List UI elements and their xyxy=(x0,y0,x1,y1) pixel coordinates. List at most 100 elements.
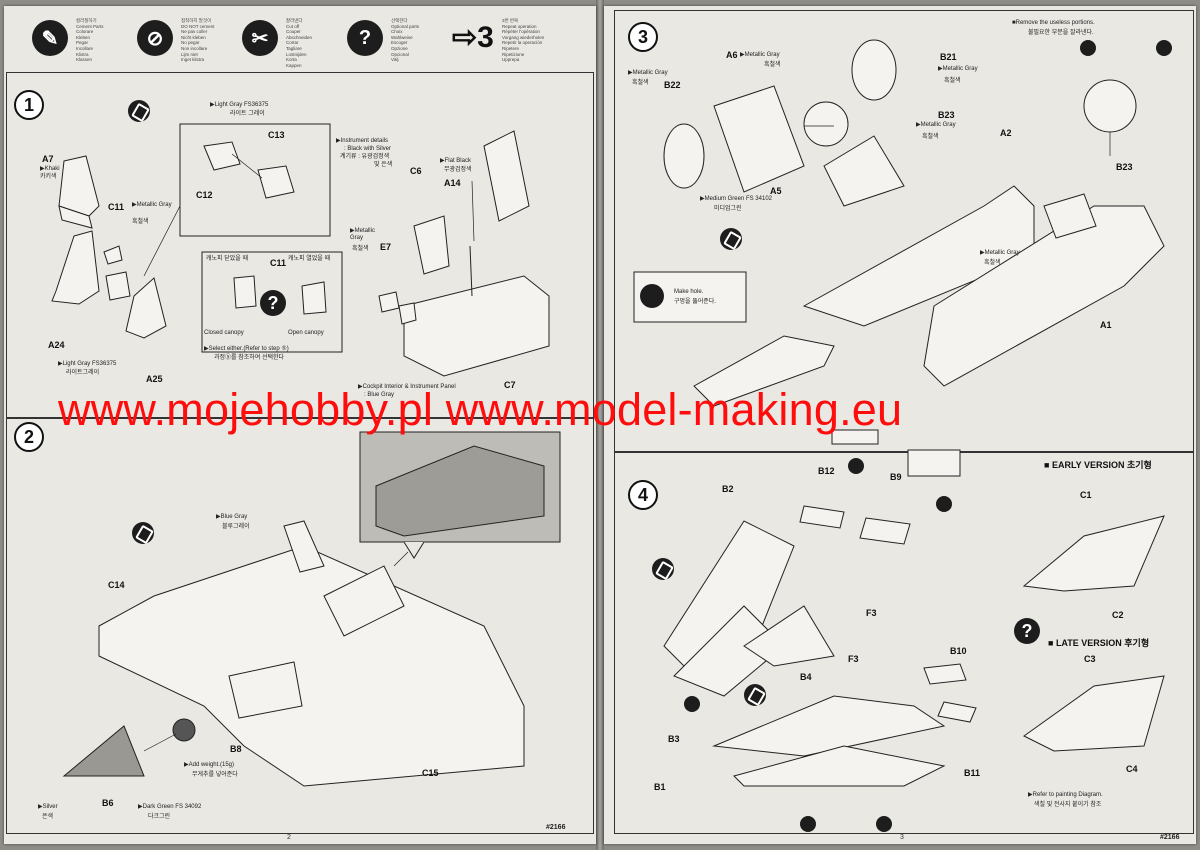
version-label: ■ EARLY VERSION 초기형 xyxy=(1044,460,1152,470)
option-label: Closed canopy xyxy=(204,330,244,336)
paint-label: ▶Dark Green FS 34092 xyxy=(138,804,202,810)
note-text-kr: 불필요한 부분을 잘라낸다. xyxy=(1028,30,1094,36)
paint-label: ▶Khaki xyxy=(40,166,60,172)
paint-label: ▶Metallic Gray xyxy=(740,52,780,58)
step-number: 4 xyxy=(628,480,658,510)
paint-label: ▶Metallic Gray xyxy=(628,70,668,76)
part-label: B10 xyxy=(950,646,967,656)
paint-label: ▶Instrument details xyxy=(336,138,388,144)
question-icon: ? xyxy=(347,20,383,56)
cutting-icon: ✂ xyxy=(242,20,278,56)
paint-icon xyxy=(132,522,154,544)
paint-icon xyxy=(720,228,742,250)
cutting-icon xyxy=(876,816,892,832)
paint-icon: ✎ xyxy=(32,20,68,56)
paint-label-kr: 라이트 그레이 xyxy=(230,111,265,117)
right-page: 3 ■Remove the useless portions. 불필요한 부분을… xyxy=(604,6,1196,844)
paint-label: ▶Light Gray FS36375 xyxy=(58,361,117,367)
paint-label: ▶Silver xyxy=(38,804,58,810)
part-label: B21 xyxy=(940,52,957,62)
question-icon: ? xyxy=(260,290,286,316)
page-number: 3 xyxy=(900,834,904,841)
part-label: A2 xyxy=(1000,128,1012,138)
step-2-panel xyxy=(6,418,594,834)
paint-label: ▶Light Gray FS36375 xyxy=(210,102,269,108)
part-label: A25 xyxy=(146,374,163,384)
part-label: B22 xyxy=(664,80,681,90)
note-text-kr: 과정⑤를 참조하여 선택한다 xyxy=(214,355,285,361)
note-text: 캐노피 열었을 때 xyxy=(288,256,330,262)
page-number: 2 xyxy=(287,834,291,841)
paint-label-kr: 무광검정색 xyxy=(444,167,472,173)
paint-label-kr: 흑철색 xyxy=(984,260,1001,266)
book-spine xyxy=(596,0,604,850)
part-label: C15 xyxy=(422,768,439,778)
legend-text: 접착하지 말것이 DO NOT cement Ne pas coller Nic… xyxy=(181,18,215,63)
part-label: C3 xyxy=(1084,654,1096,664)
part-label: B4 xyxy=(800,672,812,682)
paint-label-kr: 흑철색 xyxy=(132,219,149,225)
part-label: A6 xyxy=(726,50,738,60)
step-number: 2 xyxy=(14,422,44,452)
paint-icon xyxy=(652,558,674,580)
paint-label: ▶Metallic Gray xyxy=(916,122,956,128)
paint-label: ▶Medium Green FS 34102 xyxy=(700,196,772,202)
paint-label: ▶Metallic Gray xyxy=(132,202,172,208)
part-label: B23 xyxy=(1116,162,1133,172)
step-4-drawing xyxy=(663,429,1165,787)
part-label: C14 xyxy=(108,580,125,590)
part-label: B1 xyxy=(654,782,666,792)
part-label: B8 xyxy=(230,744,242,754)
part-label: F3 xyxy=(848,654,859,664)
version-label: ■ LATE VERSION 후기형 xyxy=(1048,638,1150,648)
paint-label-kr: 은색 xyxy=(42,814,54,820)
note-text-kr: 무게추를 넣어준다 xyxy=(192,772,238,778)
legend-text: 선택한다 Optional parts Choix Wahlweise Esco… xyxy=(391,18,420,63)
paint-label-kr: 흑철색 xyxy=(764,62,781,68)
part-label: C12 xyxy=(196,190,213,200)
part-label: A24 xyxy=(48,340,65,350)
paint-label-kr: 다크그린 xyxy=(148,814,171,820)
kit-code: #2166 xyxy=(1160,834,1180,841)
note-text: ▶Add weight.(15g) xyxy=(184,762,234,768)
note-text-kr: 색칠 및 전사지 붙이기 참조 xyxy=(1034,802,1102,808)
cutting-icon xyxy=(848,458,864,474)
step-number: 1 xyxy=(14,90,44,120)
legend-text: 잘라낸다 Cut off Couper Abschneiden Cortar T… xyxy=(286,18,313,68)
part-label: E7 xyxy=(380,242,392,252)
paint-label: ▶Blue Gray xyxy=(216,514,248,520)
legend-text: 컬러칠하기 Cement Parts Colorare Kleben Pegar… xyxy=(76,18,104,63)
paint-icon xyxy=(128,100,150,122)
part-label: C1 xyxy=(1080,490,1092,500)
paint-label: ▶Metallic Gray xyxy=(980,250,1020,256)
part-label: B3 xyxy=(668,734,680,744)
paint-label-kr: 흑철색 xyxy=(944,78,961,84)
cutting-icon xyxy=(1080,40,1096,56)
part-label: C2 xyxy=(1112,610,1124,620)
step-3-panel xyxy=(614,10,1194,452)
part-label: C11 xyxy=(108,202,125,212)
step-3-drawing xyxy=(633,39,1165,407)
paint-label-kr: 흑철색 xyxy=(352,246,369,252)
paint-label-kr: 블루그레이 xyxy=(222,524,250,530)
paint-label: : Black with Silver xyxy=(344,146,392,152)
note-text: 캐노피 닫았을 때 xyxy=(206,256,248,262)
paint-label-kr: 계기류 : 유광검정색 xyxy=(340,154,390,160)
part-label: C11 xyxy=(270,258,287,268)
step-2-drawing xyxy=(62,431,561,787)
legend-text: 3번 반복 Repeat operation Répéter l'opérati… xyxy=(502,18,545,63)
paint-label: ▶Cockpit Interior & Instrument Panel xyxy=(358,384,456,390)
cutting-icon xyxy=(684,696,700,712)
part-label: B23 xyxy=(938,110,955,120)
no-cement-icon: ⊘ xyxy=(137,20,173,56)
paint-label-kr: 라이트그레이 xyxy=(66,370,100,376)
paint-label: ▶Flat Black xyxy=(440,158,471,164)
step-1-drawing xyxy=(51,123,550,377)
repeat-icon: ⇨3 xyxy=(452,21,494,54)
part-label: F3 xyxy=(866,608,877,618)
left-page: ✎ 컬러칠하기 Cement Parts Colorare Kleben Peg… xyxy=(4,6,596,844)
part-label: C6 xyxy=(410,166,422,176)
paint-label-kr: 흑철색 xyxy=(922,134,939,140)
part-label: B11 xyxy=(964,768,981,778)
part-label: C7 xyxy=(504,380,516,390)
